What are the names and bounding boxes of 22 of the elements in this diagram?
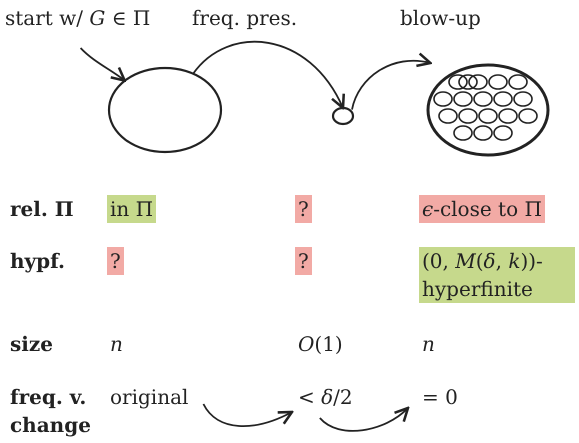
annotation-text: start w/ G ∈ Π — [5, 4, 150, 32]
cell-value: (0, M(δ, k))-hyperfinite — [419, 247, 575, 303]
row-header: rel. Π — [10, 196, 74, 223]
small-ellipse-shape — [332, 106, 354, 126]
row-header: hypf. — [10, 248, 65, 275]
cell-value: < δ/2 — [298, 383, 353, 411]
row-header: freq. v. change — [10, 384, 92, 439]
cell-value: ? — [295, 247, 312, 275]
cell-value: ϵ-close to Π — [419, 195, 545, 223]
row-header: size — [10, 331, 53, 358]
ellipse-shape — [108, 66, 222, 154]
cell-value: n — [110, 331, 123, 358]
cell-value: ? — [107, 247, 124, 275]
blown-up-ellipse-drawing — [426, 64, 550, 156]
cell-value: original — [110, 383, 188, 411]
cell-value: = 0 — [422, 383, 458, 411]
edge-label: freq. pres. — [192, 5, 298, 32]
cell-value: O(1) — [298, 331, 343, 358]
cell-value: in Π — [107, 195, 156, 223]
cell-value: ? — [295, 195, 312, 223]
cell-value: n — [422, 331, 435, 358]
edge-label: blow-up — [400, 5, 481, 32]
